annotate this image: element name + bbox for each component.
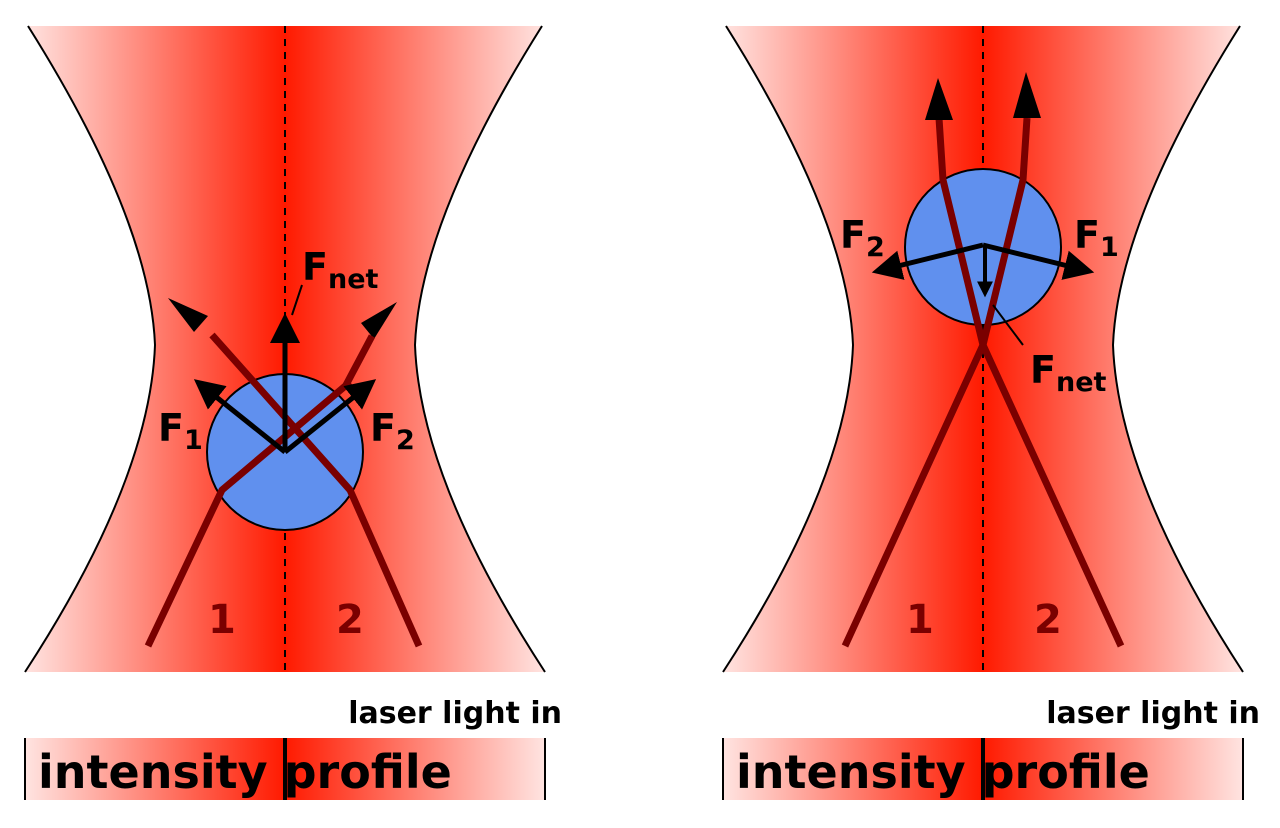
force-2-arrow bbox=[283, 379, 377, 454]
force-1-arrow bbox=[193, 379, 287, 454]
ray-1-label: 1 bbox=[906, 597, 934, 643]
ray-1-arrowhead bbox=[1013, 72, 1041, 118]
net-force-leader bbox=[291, 284, 303, 316]
intensity-profile-label: intensity profile bbox=[38, 745, 452, 799]
beam-right-edge bbox=[413, 25, 546, 673]
force-2-label: F2 bbox=[840, 213, 885, 263]
force-1-label: F1 bbox=[1074, 213, 1119, 263]
net-force-label: Fnet bbox=[302, 245, 379, 295]
laser-input-label: laser light in bbox=[348, 696, 562, 731]
beam-left-edge bbox=[722, 25, 855, 673]
force-1-arrow bbox=[982, 242, 1095, 280]
ray-1-arrowhead bbox=[361, 302, 397, 339]
net-force-leader bbox=[992, 304, 1024, 346]
ray-2-label: 2 bbox=[336, 597, 364, 643]
force-1-label: F1 bbox=[158, 406, 203, 456]
ray-2-arrowhead bbox=[925, 78, 953, 120]
ray-1-label: 1 bbox=[208, 597, 236, 643]
laser-input-label: laser light in bbox=[1046, 696, 1260, 731]
ray-2 bbox=[935, 117, 1125, 648]
panel-left: F1 F2 Fnet 1 2 laser light in intensity … bbox=[24, 25, 562, 800]
ray-1 bbox=[144, 379, 353, 648]
beam-left-edge bbox=[24, 25, 157, 673]
net-force-label: Fnet bbox=[1030, 348, 1107, 398]
panel-right: F2 F1 Fnet 1 2 laser light in intensity … bbox=[722, 25, 1260, 800]
ray-1 bbox=[841, 117, 1031, 648]
intensity-profile-label: intensity profile bbox=[736, 745, 1150, 799]
force-2-label: F2 bbox=[370, 406, 415, 456]
ray-1-tail bbox=[342, 334, 376, 387]
ray-2-arrowhead bbox=[168, 298, 208, 332]
force-2-arrow bbox=[871, 242, 984, 280]
ray-2 bbox=[209, 332, 423, 648]
beam-right-edge bbox=[1111, 25, 1244, 673]
ray-2-label: 2 bbox=[1034, 597, 1062, 643]
